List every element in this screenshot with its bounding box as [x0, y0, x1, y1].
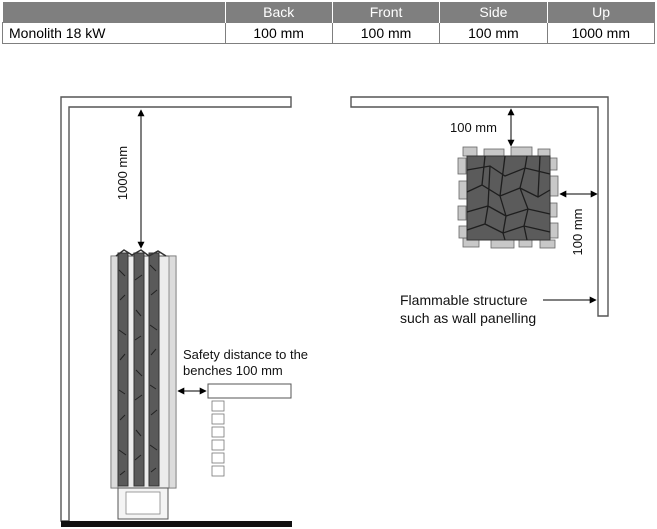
cell-up: 1000 mm — [546, 22, 656, 44]
table-row: Monolith 18 kW 100 mm 100 mm 100 mm 1000… — [2, 22, 656, 44]
back-distance-label: 100 mm — [450, 120, 497, 135]
header-up: Up — [547, 2, 655, 23]
heater-side — [110, 249, 177, 520]
top-view: 100 mm 100 mm — [350, 96, 609, 326]
header-side: Side — [439, 2, 548, 23]
wall-corner — [350, 96, 609, 317]
up-distance-label: 1000 mm — [115, 146, 130, 200]
bench — [207, 383, 292, 477]
cell-front: 100 mm — [331, 22, 441, 44]
heater-top — [457, 146, 559, 249]
flammable-structure-label-line2: such as wall panelling — [400, 310, 536, 326]
side-view: 1000 mm Safety distance to the benches 1… — [60, 96, 308, 527]
cell-side: 100 mm — [439, 22, 548, 44]
cell-model: Monolith 18 kW — [2, 22, 226, 44]
bench-distance-label-line2: benches 100 mm — [183, 363, 283, 378]
clearance-table: Back Front Side Up Monolith 18 kW 100 mm… — [2, 2, 656, 44]
header-empty — [2, 2, 226, 23]
bench-distance-label-line1: Safety distance to the — [183, 347, 308, 362]
flammable-structure-label-line1: Flammable structure — [400, 292, 528, 308]
header-front: Front — [332, 2, 441, 23]
side-distance-label: 100 mm — [570, 209, 585, 256]
table-header-row: Back Front Side Up — [2, 2, 655, 23]
cell-back: 100 mm — [224, 22, 333, 44]
floor — [61, 521, 292, 527]
header-back: Back — [225, 2, 333, 23]
